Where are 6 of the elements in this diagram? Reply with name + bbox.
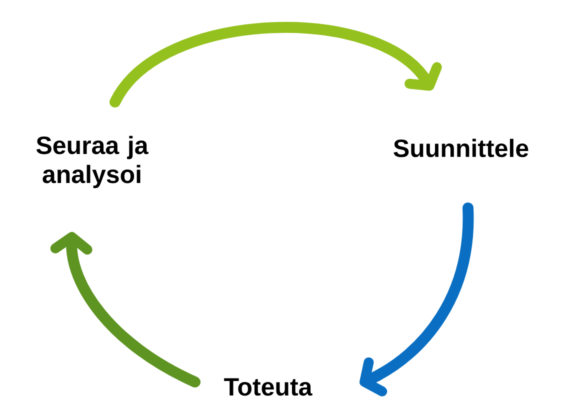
step-label: Suunnittele [394, 138, 528, 158]
step-label: Seuraa ja analysoi [36, 136, 148, 188]
cycle-arrow [360, 202, 474, 396]
step-label: Toteuta [224, 378, 312, 396]
cycle-arrow [50, 232, 200, 388]
cycle-arrow [110, 22, 442, 108]
